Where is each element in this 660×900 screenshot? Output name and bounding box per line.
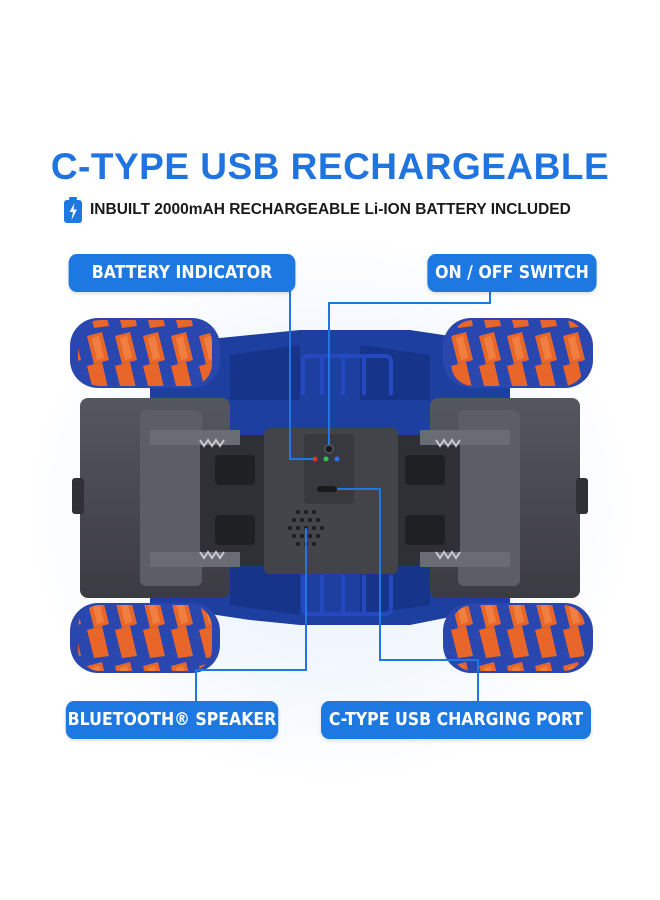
usb-c-port <box>317 486 337 492</box>
callout-power-switch: ON / OFF SWITCH <box>427 254 597 292</box>
page-subtitle: INBUILT 2000mAH RECHARGEABLE Li-ION BATT… <box>90 201 571 218</box>
roof-rack <box>301 354 393 616</box>
callout-bluetooth-speaker: BLUETOOTH® SPEAKER <box>65 701 279 739</box>
battery-compartment <box>264 428 398 574</box>
subtitle-row: INBUILT 2000mAH RECHARGEABLE Li-ION BATT… <box>62 196 571 224</box>
callout-charging-port: C-TYPE USB CHARGING PORT <box>321 701 591 739</box>
wheel-rear-right <box>443 603 593 673</box>
suspension-springs <box>199 438 461 560</box>
indicator-led-red <box>312 456 318 462</box>
wheel-rear-left <box>70 603 220 673</box>
wheel-front-right <box>443 318 593 388</box>
page-title: C-TYPE USB RECHARGEABLE <box>50 146 610 187</box>
indicator-led-green <box>323 456 329 462</box>
underbody <box>72 398 588 598</box>
battery-charging-icon <box>64 197 82 223</box>
callout-lines <box>195 291 491 701</box>
indicator-led-blue <box>334 456 340 462</box>
power-switch <box>324 444 334 454</box>
wheel-front-left <box>70 318 220 388</box>
callout-battery-indicator: BATTERY INDICATOR <box>68 254 296 292</box>
